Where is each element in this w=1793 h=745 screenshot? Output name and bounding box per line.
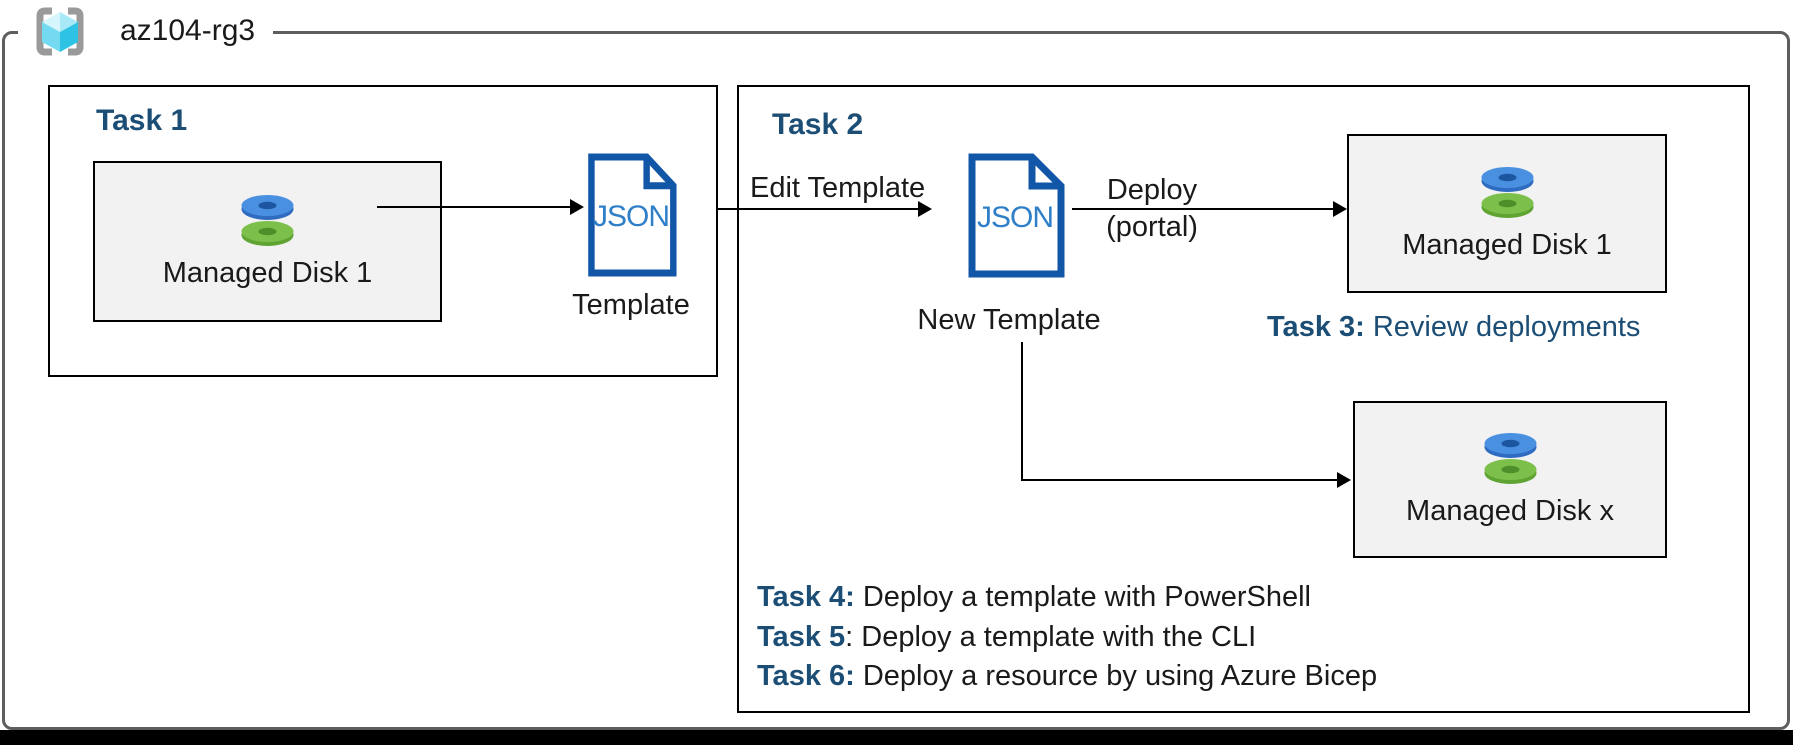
json-text: JSON	[592, 200, 670, 234]
edit-template-label: Edit Template	[750, 172, 926, 204]
task3-label: Task 3:	[1267, 311, 1365, 343]
arrow-deploy-portal	[1072, 208, 1335, 210]
task5-label: Task 5	[757, 621, 846, 653]
task3-text: Review deployments	[1364, 311, 1641, 343]
task2-title: Task 2	[772, 108, 864, 141]
deploy-portal-label: (portal)	[1106, 211, 1198, 243]
managed-disk-icon	[241, 195, 294, 246]
resource-group-name: az104-rg3	[120, 14, 256, 47]
template-caption: Template	[572, 289, 690, 321]
json-document-icon	[968, 153, 1065, 278]
json-document-icon	[588, 153, 677, 277]
arrowhead-right-icon	[1337, 472, 1351, 488]
json-template-document: JSON	[585, 153, 677, 277]
task6-label: Task 6:	[757, 660, 855, 692]
resource-group-header: az104-rg3	[18, 0, 274, 62]
elbow-connector-horizontal	[1021, 479, 1339, 481]
task6-caption: Task 6: Deploy a resource by using Azure…	[757, 660, 1377, 693]
json-new-template-document: JSON	[965, 153, 1065, 278]
deploy-label: Deploy	[1106, 174, 1198, 206]
managed-disk-label: Managed Disk x	[1406, 495, 1614, 527]
arrowhead-right-icon	[1333, 201, 1347, 217]
elbow-connector-vertical	[1021, 342, 1023, 481]
managed-disk-icon	[1484, 433, 1536, 484]
arrowhead-right-icon	[918, 201, 932, 217]
managed-disk-1-deployed-node: Managed Disk 1	[1347, 134, 1667, 293]
managed-disk-x-node: Managed Disk x	[1353, 401, 1667, 558]
task4-caption: Task 4: Deploy a template with PowerShel…	[757, 581, 1311, 614]
arrowhead-right-icon	[570, 199, 584, 215]
bottom-black-bar	[0, 730, 1793, 745]
managed-disk-icon	[1481, 167, 1533, 218]
task6-text: Deploy a resource by using Azure Bicep	[854, 660, 1378, 692]
json-text: JSON	[976, 200, 1054, 234]
task4-label: Task 4:	[757, 581, 855, 613]
new-template-caption: New Template	[917, 304, 1101, 336]
arrow-disk-to-template	[377, 206, 572, 208]
task4-text: Deploy a template with PowerShell	[854, 581, 1311, 613]
managed-disk-label: Managed Disk 1	[1402, 229, 1612, 261]
task3-caption: Task 3: Review deployments	[1267, 311, 1640, 344]
task5-text: : Deploy a template with the CLI	[845, 621, 1257, 653]
resource-group-icon	[36, 7, 84, 55]
arrow-edit-template	[718, 208, 920, 210]
managed-disk-label: Managed Disk 1	[162, 257, 373, 289]
task5-caption: Task 5: Deploy a template with the CLI	[757, 621, 1256, 654]
task1-title: Task 1	[96, 104, 188, 137]
managed-disk-1-node: Managed Disk 1	[93, 161, 442, 322]
